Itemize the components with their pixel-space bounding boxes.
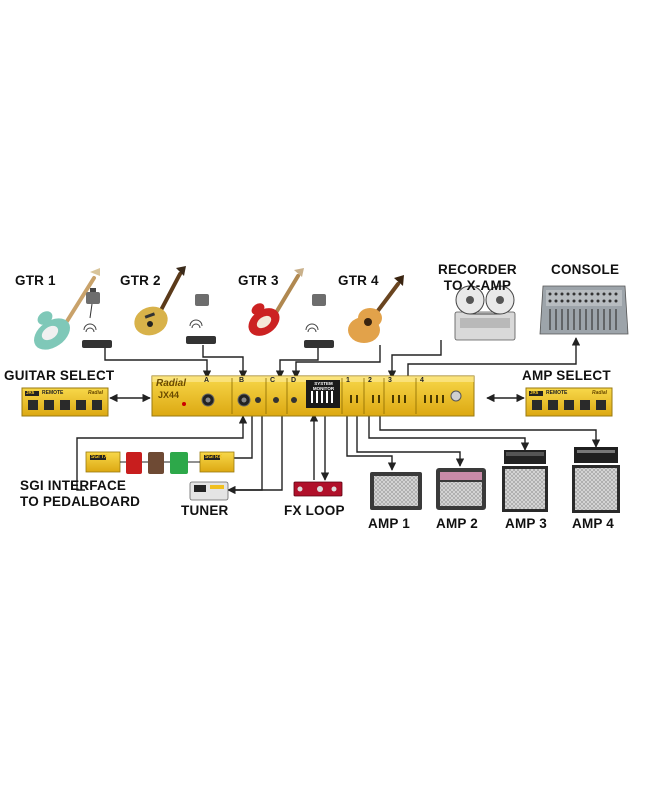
label-amp2: AMP 2 bbox=[436, 516, 479, 531]
label-gtr2: GTR 2 bbox=[120, 273, 161, 288]
remote-left-text: REMOTE bbox=[42, 390, 64, 396]
device-model: JX44 bbox=[158, 390, 180, 400]
remote-right-brand: Radial bbox=[592, 390, 608, 396]
remote-left-badge: JR5 bbox=[26, 390, 35, 395]
output-channel-2: 2 bbox=[368, 377, 372, 384]
guitar-1-icon bbox=[33, 268, 100, 350]
cable-gtr3 bbox=[275, 348, 319, 379]
cable-console bbox=[407, 337, 581, 378]
cable-gtr2 bbox=[202, 345, 248, 379]
wireless-3-icon bbox=[304, 294, 334, 348]
output-channel-1: 1 bbox=[346, 377, 350, 384]
amp-select-remote bbox=[525, 387, 613, 417]
label-guitar-select: GUITAR SELECT bbox=[4, 368, 115, 383]
label-tuner: TUNER bbox=[181, 503, 229, 518]
cable-amp3 bbox=[368, 416, 530, 451]
wireless-1-icon bbox=[82, 288, 112, 348]
sgi-rx-label: SGI RX bbox=[205, 454, 222, 460]
wireless-2-icon bbox=[186, 294, 216, 344]
remote-left-brand: Radial bbox=[88, 390, 104, 396]
label-fx-loop: FX LOOP bbox=[284, 503, 345, 518]
input-channel-a: A bbox=[204, 377, 210, 384]
device-monitor-label: SYSTEM MONITOR bbox=[312, 381, 335, 391]
output-channel-4: 4 bbox=[420, 377, 424, 384]
guitar-4-icon bbox=[348, 275, 404, 343]
label-recorder: RECORDER TO X-AMP bbox=[438, 262, 517, 293]
guitar-2-icon bbox=[134, 266, 186, 336]
label-gtr1: GTR 1 bbox=[15, 273, 56, 288]
label-sgi-line2: TO PEDALBOARD bbox=[20, 493, 141, 509]
cable-recorder bbox=[387, 340, 442, 379]
remote-right-text: REMOTE bbox=[546, 390, 568, 396]
label-gtr3: GTR 3 bbox=[238, 273, 279, 288]
label-console: CONSOLE bbox=[551, 262, 620, 277]
cable-sgi bbox=[76, 415, 248, 491]
output-channel-3: 3 bbox=[388, 377, 392, 384]
cable-amp4 bbox=[379, 416, 601, 448]
label-gtr4: GTR 4 bbox=[338, 273, 379, 288]
tuner-icon bbox=[189, 481, 229, 501]
label-sgi-line1: SGI INTERFACE bbox=[20, 478, 127, 493]
cable-gtr4 bbox=[291, 345, 381, 379]
jx44-unit bbox=[151, 375, 475, 417]
pedalboard bbox=[85, 451, 235, 474]
label-amp4: AMP 4 bbox=[572, 516, 615, 531]
cables bbox=[76, 337, 601, 495]
console-icon bbox=[539, 285, 629, 335]
input-channel-b: B bbox=[239, 377, 245, 384]
guitar-3-icon bbox=[248, 268, 304, 336]
recorder-icon bbox=[454, 285, 516, 341]
label-recorder-line1: RECORDER bbox=[438, 262, 517, 277]
cable-sgi-rx bbox=[226, 416, 253, 459]
sgi-tx-label: SGI TX bbox=[91, 454, 108, 460]
label-recorder-line2: TO X-AMP bbox=[443, 277, 512, 293]
amp-3-icon bbox=[502, 450, 548, 512]
guitar-select-remote bbox=[21, 387, 109, 417]
remote-right-badge: JR5 bbox=[530, 390, 539, 395]
device-brand: Radial bbox=[156, 378, 187, 389]
fx-loop-icon bbox=[293, 481, 343, 497]
amp-1-icon bbox=[370, 472, 422, 510]
cable-amp2 bbox=[356, 416, 465, 467]
cable-amp1 bbox=[346, 416, 397, 471]
amp-4-icon bbox=[572, 447, 620, 513]
label-amp1: AMP 1 bbox=[368, 516, 411, 531]
cable-gtr1 bbox=[104, 348, 212, 379]
input-channel-d: D bbox=[291, 377, 297, 384]
label-amp-select: AMP SELECT bbox=[522, 368, 611, 383]
label-amp3: AMP 3 bbox=[505, 516, 548, 531]
input-channel-c: C bbox=[270, 377, 276, 384]
label-sgi: SGI INTERFACE TO PEDALBOARD bbox=[20, 478, 140, 509]
amp-2-icon bbox=[436, 468, 486, 510]
